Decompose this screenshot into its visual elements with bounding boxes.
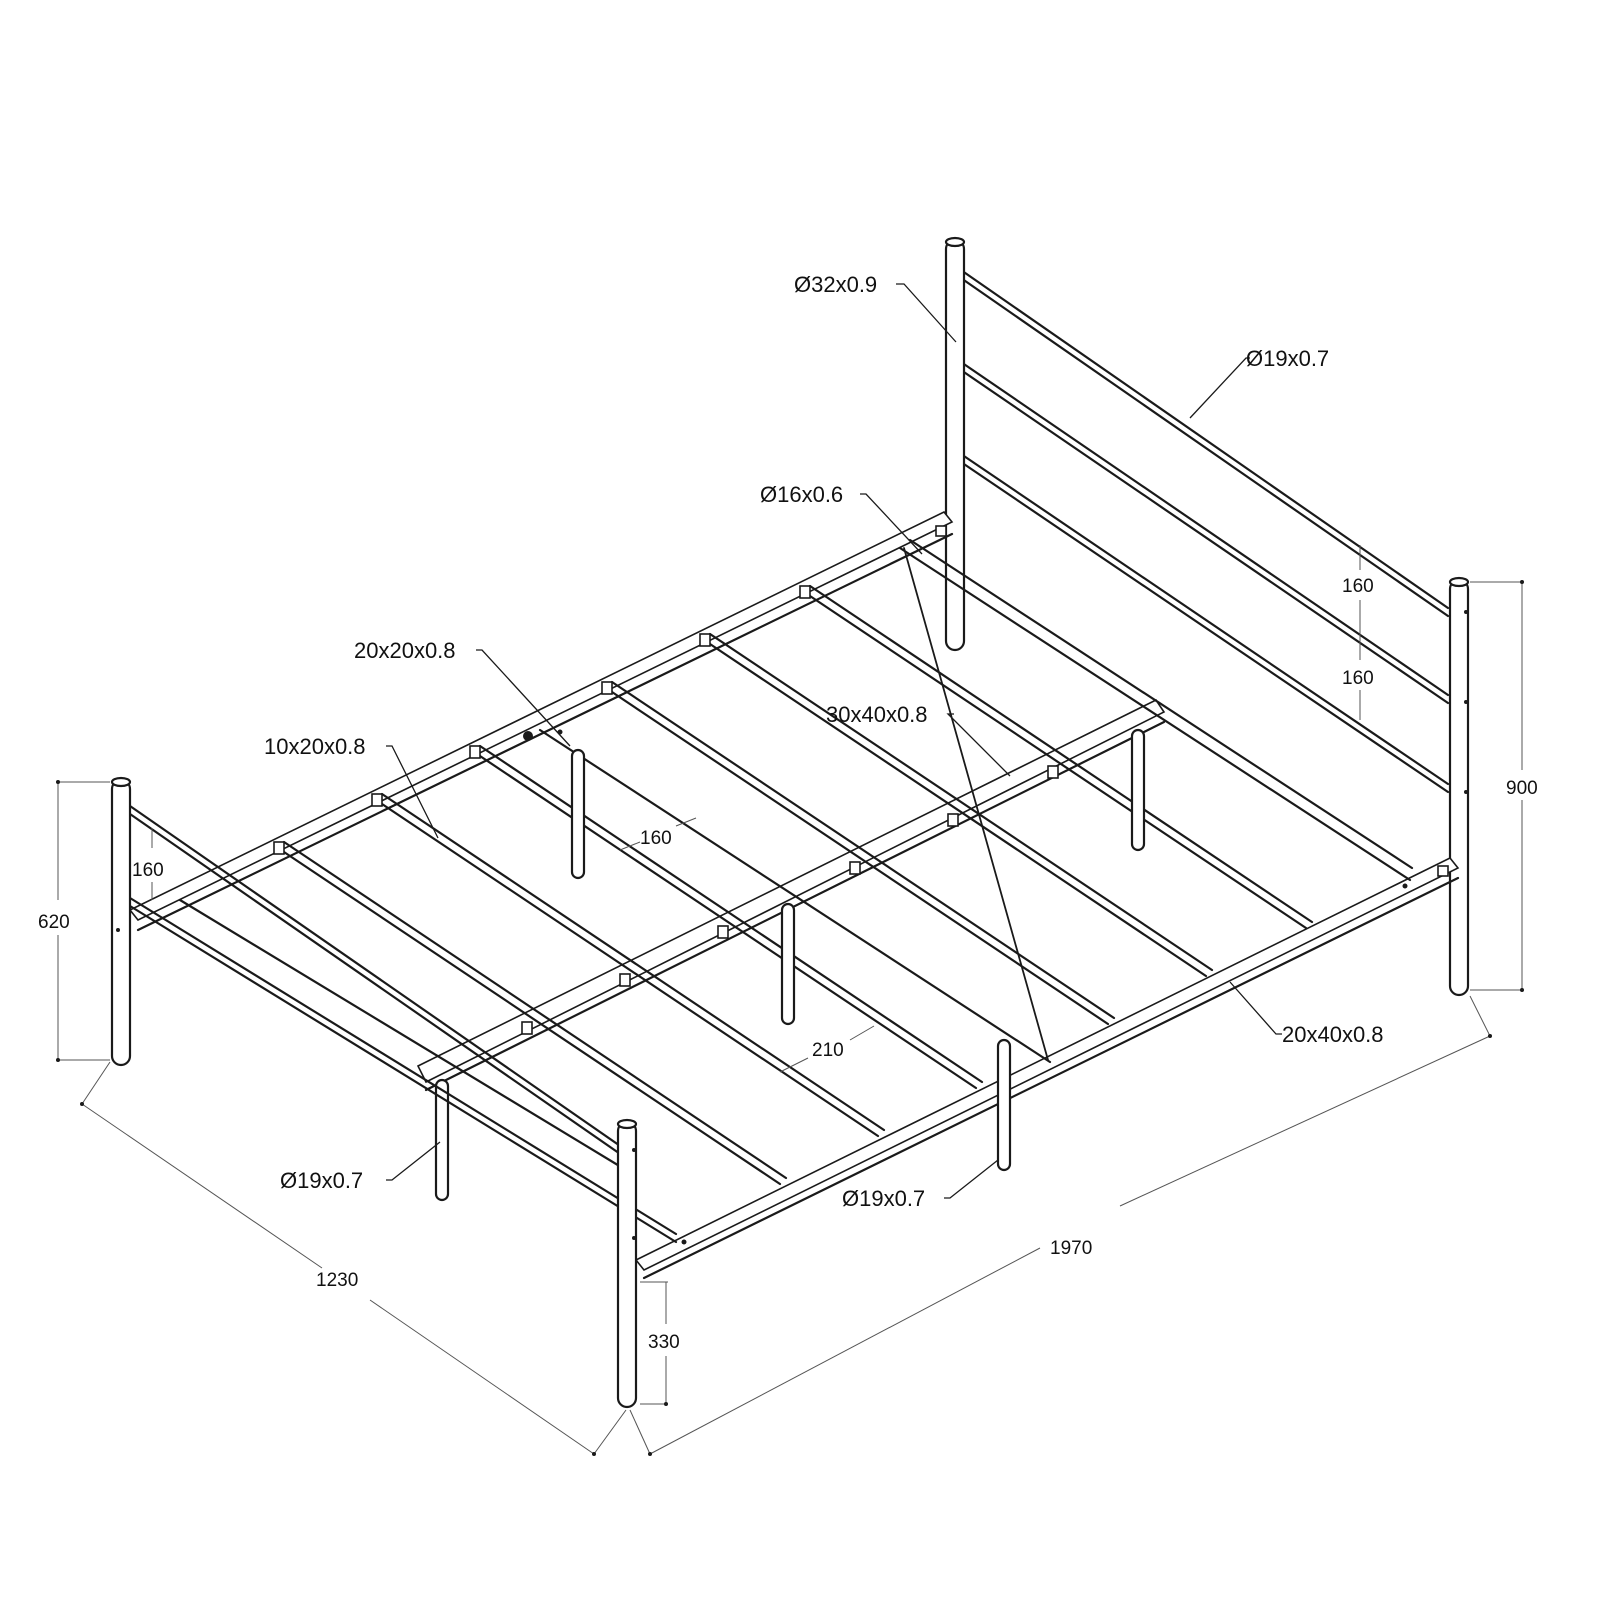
label-center-rail: Ø16x0.6 xyxy=(760,482,843,507)
label-center-beam: 20x20x0.8 xyxy=(354,638,456,663)
side-rail-far xyxy=(128,510,954,922)
slat xyxy=(610,680,1116,1020)
side-rail-near xyxy=(634,856,1460,1272)
footboard-post-left-cap xyxy=(110,776,132,788)
center-beam xyxy=(416,538,1414,1092)
footboard-rail-top xyxy=(128,804,628,1152)
slat xyxy=(478,744,984,1084)
rail-bracket xyxy=(1437,865,1449,877)
label-foot-leg: Ø19x0.7 xyxy=(280,1168,363,1193)
rail-bracket xyxy=(935,525,947,537)
dim-length: 1970 xyxy=(1050,1238,1092,1259)
slat-bracket xyxy=(799,585,811,599)
dim-headboard-height: 900 xyxy=(1506,778,1538,799)
footboard-post-right xyxy=(616,1120,638,1409)
headboard-rail-mid-2 xyxy=(956,366,1450,705)
rail-hole xyxy=(1402,883,1408,889)
middle-legs xyxy=(434,728,1146,1202)
rail-hole xyxy=(681,1239,687,1245)
slats xyxy=(273,584,1314,1186)
slat-bracket xyxy=(521,1021,533,1035)
headboard-post-right-cap xyxy=(1448,576,1470,588)
headboard-rail-top-2 xyxy=(956,274,1450,618)
footboard-rail-inner xyxy=(178,898,628,1172)
footboard xyxy=(110,776,678,1409)
slat xyxy=(374,798,880,1138)
footboard-rail-low-2 xyxy=(128,904,678,1244)
beam-hole xyxy=(523,731,533,741)
dim-headboard-spacing-upper: 160 xyxy=(1342,576,1374,597)
dim-footboard-height: 620 xyxy=(38,912,70,933)
slat-bracket xyxy=(849,861,861,875)
mid-leg xyxy=(434,1078,450,1202)
slat-bracket xyxy=(273,841,285,855)
slat-bracket xyxy=(947,813,959,827)
headboard-rail-mid xyxy=(956,358,1450,697)
slat xyxy=(808,584,1314,924)
post-hole xyxy=(116,928,120,932)
center-long-rail-3 xyxy=(908,538,1414,870)
slat-bracket xyxy=(717,925,729,939)
label-slat: 10x20x0.8 xyxy=(264,734,366,759)
label-headboard-rail: Ø19x0.7 xyxy=(1246,346,1329,371)
headboard-post-right xyxy=(1448,578,1470,997)
headboard-rail-low xyxy=(956,450,1450,786)
center-rail xyxy=(903,547,1049,1061)
slat-bracket xyxy=(371,793,383,807)
mid-leg xyxy=(1130,728,1146,852)
slat-bracket xyxy=(1047,765,1059,779)
slat xyxy=(276,846,782,1186)
slat xyxy=(380,792,886,1132)
label-headboard-post: Ø32x0.9 xyxy=(794,272,877,297)
slat-bracket xyxy=(601,681,613,695)
slat-bracket xyxy=(699,633,711,647)
side-rails xyxy=(128,510,1460,1280)
slat xyxy=(604,686,1110,1026)
center-long-rail-2 xyxy=(898,546,1412,882)
footboard-post-left xyxy=(110,778,132,1067)
center-beam-body xyxy=(416,698,1166,1084)
dim-slat-gap: 210 xyxy=(812,1040,844,1061)
slat xyxy=(702,638,1208,978)
label-mid-leg: Ø19x0.7 xyxy=(842,1186,925,1211)
dim-clearance: 330 xyxy=(648,1332,680,1353)
label-side-rail: 20x40x0.8 xyxy=(1282,1022,1384,1047)
footboard-rail-top-2 xyxy=(128,812,628,1160)
slat xyxy=(802,590,1308,930)
headboard xyxy=(944,236,1470,997)
dimension-lines xyxy=(56,545,1524,1456)
post-hole xyxy=(1464,700,1468,704)
headboard-post-left-cap xyxy=(944,236,966,248)
post-hole xyxy=(632,1236,636,1240)
center-long-rail xyxy=(538,728,1052,1064)
slat-bracket xyxy=(469,745,481,759)
label-cross-beam: 30x40x0.8 xyxy=(826,702,928,727)
side-rail-near-edge xyxy=(642,876,1460,1280)
text-labels: Ø32x0.9 Ø19x0.7 Ø16x0.6 20x20x0.8 10x20x… xyxy=(38,272,1538,1353)
headboard-rail-low-2 xyxy=(956,458,1450,794)
mid-leg xyxy=(996,1038,1012,1172)
slat xyxy=(282,840,788,1180)
footboard-rail-low xyxy=(128,896,678,1236)
dim-headboard-spacing-lower: 160 xyxy=(1342,668,1374,689)
leaders xyxy=(386,283,1282,1199)
mid-leg xyxy=(570,748,586,880)
post-hole xyxy=(1464,610,1468,614)
dim-footboard-spacing: 160 xyxy=(132,860,164,881)
headboard-rail-top xyxy=(956,266,1450,610)
slat-bracket xyxy=(619,973,631,987)
post-hole xyxy=(632,1148,636,1152)
slat xyxy=(472,750,978,1090)
dim-width: 1230 xyxy=(316,1270,358,1291)
post-hole xyxy=(1464,790,1468,794)
dim-slat-spacing: 160 xyxy=(640,828,672,849)
mid-leg xyxy=(780,902,796,1026)
slat xyxy=(708,632,1214,972)
footboard-post-right-cap xyxy=(616,1118,638,1130)
